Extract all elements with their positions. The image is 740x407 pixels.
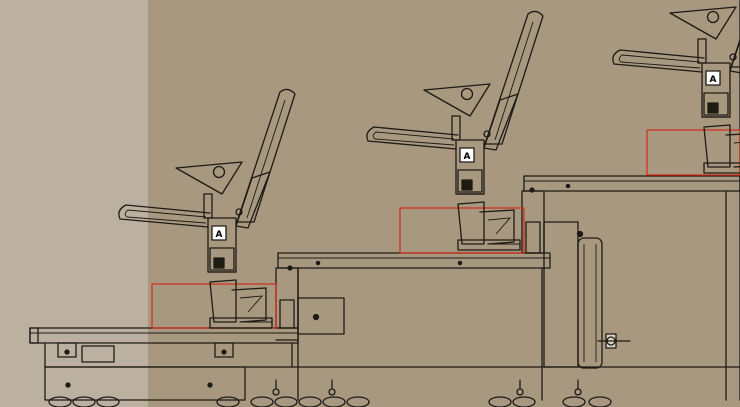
wheel-icon bbox=[346, 396, 370, 407]
wheel-icon bbox=[72, 396, 96, 407]
bolt-icon bbox=[312, 313, 320, 321]
wheel-icon bbox=[322, 396, 346, 407]
platform-tier-1 bbox=[29, 327, 740, 401]
anchor-bolt-icon bbox=[328, 379, 336, 396]
wheel-icon bbox=[250, 396, 274, 407]
bolt-icon bbox=[221, 349, 227, 355]
wheel-icon bbox=[274, 396, 298, 407]
anchor-bolt-icon bbox=[516, 379, 524, 396]
bolt-icon bbox=[315, 260, 321, 266]
wheel-icon bbox=[298, 396, 322, 407]
seat-unit-2: A bbox=[366, 10, 544, 251]
wheel-icon bbox=[588, 396, 612, 407]
highlight-box-2 bbox=[399, 207, 525, 254]
bolt-icon bbox=[457, 260, 463, 266]
wheel-icon bbox=[562, 396, 586, 407]
background-left-panel bbox=[0, 0, 148, 407]
wheel-icon bbox=[216, 396, 240, 407]
wheel-icon bbox=[488, 396, 512, 407]
seat-badge-label: A bbox=[216, 230, 223, 240]
seat-badge-label: A bbox=[710, 75, 717, 85]
seat-unit-1: A bbox=[118, 88, 296, 329]
bolt-icon bbox=[565, 183, 571, 189]
background-main-panel bbox=[148, 0, 740, 407]
bolt-icon bbox=[207, 382, 213, 388]
platform-tier-3 bbox=[521, 0, 740, 401]
wheel-icon bbox=[512, 396, 536, 407]
seat-badge-label: A bbox=[464, 152, 471, 162]
wheel-icon bbox=[48, 396, 72, 407]
highlight-box-3 bbox=[646, 129, 740, 176]
pivot-icon bbox=[597, 333, 631, 349]
bolt-icon bbox=[64, 349, 70, 355]
anchor-bolt-icon bbox=[574, 379, 582, 396]
wheel-row bbox=[48, 379, 612, 407]
bolt-icon bbox=[65, 382, 71, 388]
wheel-icon bbox=[96, 396, 120, 407]
seat-unit-3: A bbox=[612, 6, 740, 174]
anchor-bolt-icon bbox=[272, 379, 280, 396]
bolt-icon bbox=[576, 230, 584, 238]
